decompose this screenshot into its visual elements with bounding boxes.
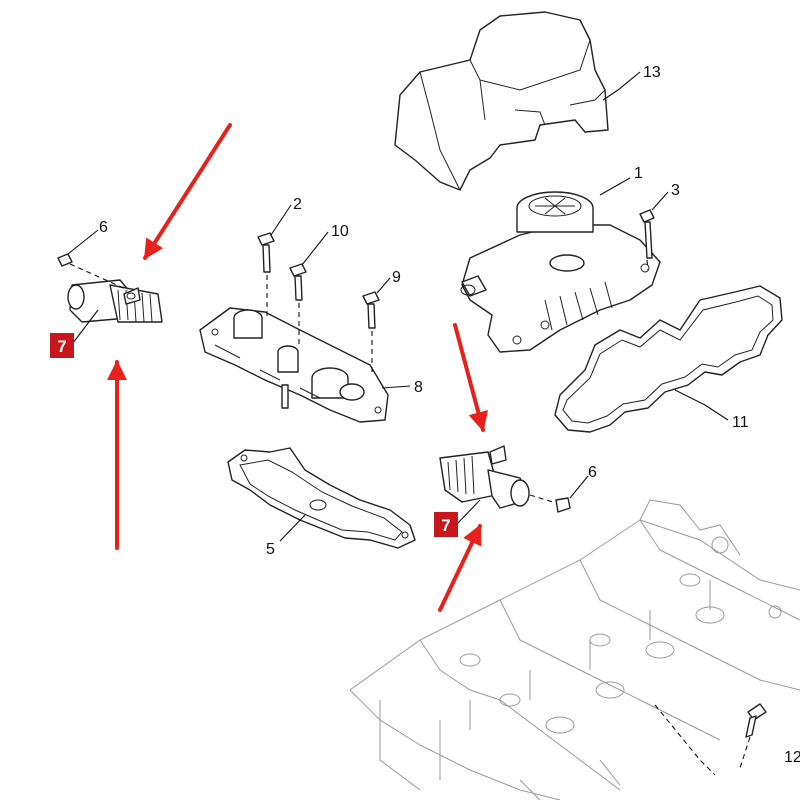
leader-8 [381,385,411,389]
leader-13 [602,71,641,101]
leader-10 [301,231,329,266]
bolt-9 [362,291,380,329]
bolt-10 [289,263,307,301]
badge-7-left-text: 7 [57,337,66,356]
callout-3: 3 [671,182,680,199]
arrow-down-right [453,323,489,432]
leader-6-left [67,229,99,255]
leader-6-right [569,475,589,499]
leader-11 [674,389,729,421]
callout-6-right: 6 [588,464,597,481]
solenoid-right [439,445,530,509]
bolt-6-right [529,494,571,513]
bolt-3 [639,209,655,259]
arrow-down-left [143,123,232,260]
housing-gasket [554,285,783,433]
callout-2: 2 [293,196,302,213]
callout-9: 9 [392,269,401,286]
solenoid-left [67,279,163,323]
callout-13: 13 [643,64,661,81]
cylinder-head-ghost [349,499,800,800]
leader-7-right [456,499,481,525]
leader-1 [599,177,631,196]
callout-10: 10 [331,223,349,240]
badge-7-right-text: 7 [441,516,450,535]
badge-7-right: 7 [434,512,458,537]
arrow-up-right [438,524,482,612]
callout-11: 11 [732,414,749,431]
leader-7-left [72,309,99,344]
leader-9 [376,277,391,294]
callout-12: 12 [784,749,800,766]
callout-6-left: 6 [99,219,108,236]
leader-2 [270,204,292,236]
callout-1: 1 [634,165,643,182]
badge-7-left: 7 [50,333,74,358]
sensor-12 [654,703,767,776]
engine-cover [394,11,609,191]
valve-housing [460,191,661,353]
bolt-6-left [57,253,129,291]
callout-5: 5 [266,541,275,558]
leader-5 [279,514,306,542]
valve-body [199,307,389,423]
callout-8: 8 [414,379,423,396]
leader-3 [651,191,669,211]
valve-body-gasket [227,447,416,549]
bolt-2 [257,232,275,273]
